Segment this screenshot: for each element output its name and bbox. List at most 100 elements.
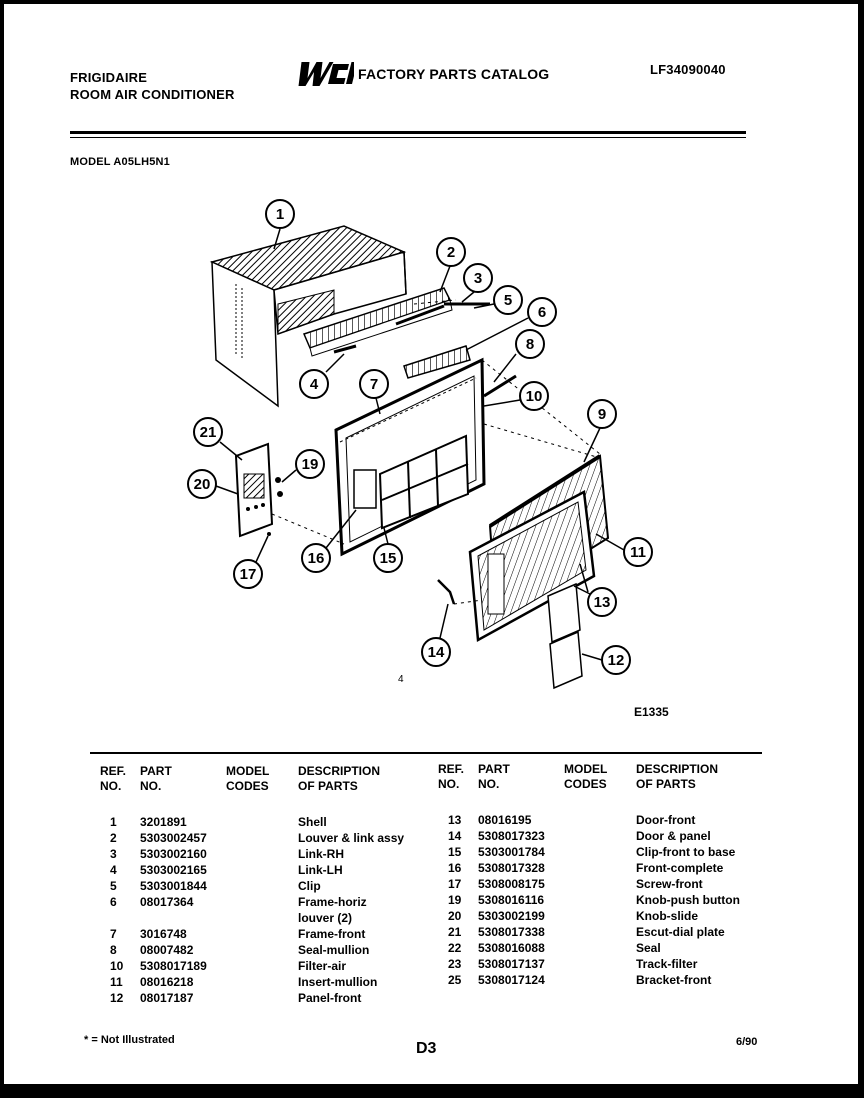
part-number-cell: 5308016088 — [478, 941, 545, 955]
catalog-title: FACTORY PARTS CATALOG — [358, 66, 550, 82]
page-date: 6/90 — [736, 1036, 758, 1048]
description-cell: Screw-front — [636, 877, 703, 891]
ref-cell: 6 — [110, 895, 117, 909]
control-panel — [234, 442, 283, 538]
ref-cell: 20 — [448, 909, 462, 923]
callout-8: 8 — [493, 329, 545, 383]
callout-19: 17 — [233, 535, 269, 589]
model-codes-cell — [226, 830, 298, 846]
description-cell: Seal — [636, 941, 661, 955]
svg-text:15: 15 — [380, 550, 397, 567]
header-rule — [70, 131, 746, 134]
clip-front-to-base — [437, 579, 456, 605]
description-cell: Link-LH — [298, 863, 343, 877]
callout-11: 10 — [483, 381, 549, 411]
ref-cell: 7 — [110, 927, 117, 941]
svg-text:21: 21 — [200, 424, 217, 441]
model-label: MODEL A05LH5N1 — [70, 156, 170, 168]
part-number-cell: 08017364 — [140, 895, 194, 909]
callout-16: 15 — [373, 527, 403, 573]
part-number-cell: 5303002457 — [140, 831, 207, 845]
model-codes-cell — [564, 828, 636, 844]
model-codes-cell — [564, 924, 636, 940]
model-codes-cell — [564, 892, 636, 908]
ref-cell: 16 — [448, 861, 462, 875]
description-cell: Bracket-front — [636, 973, 712, 987]
ref-header: REF.NO. — [438, 762, 465, 791]
wci-logo-icon — [298, 62, 354, 86]
front-frame — [334, 357, 486, 557]
model-codes-cell — [226, 862, 298, 878]
model-codes-cell — [226, 878, 298, 894]
model-codes-cell — [226, 958, 298, 974]
description-cell: Panel-front — [298, 991, 362, 1005]
callout-13: 12 — [581, 645, 631, 675]
svg-text:19: 19 — [302, 456, 319, 473]
callout-14: 13 — [573, 563, 617, 617]
brand-name: FRIGIDAIRE — [70, 70, 148, 85]
model-codes-cell — [564, 860, 636, 876]
description-cell: Shell — [298, 815, 327, 829]
ref-cell: 10 — [110, 959, 124, 973]
ref-cell: 1 — [110, 815, 117, 829]
description-cell: Clip — [298, 879, 321, 893]
svg-text:14: 14 — [428, 644, 445, 661]
callout-3: 3 — [461, 263, 493, 303]
louver-assembly — [302, 287, 490, 357]
model-codes-cell — [226, 926, 298, 942]
part-number-cell: 08007482 — [140, 943, 194, 957]
callout-6: 6 — [465, 297, 557, 351]
description-cell: Escut-dial plate — [636, 925, 725, 939]
part-number-cell: 5308017137 — [478, 957, 545, 971]
page-number: D3 — [416, 1040, 437, 1057]
model-codes-cell — [226, 894, 298, 910]
model-codes-cell — [564, 876, 636, 892]
panel-doors — [547, 582, 583, 690]
part-number-cell: 5308017124 — [478, 973, 545, 987]
model-codes-cell — [564, 844, 636, 860]
exploded-parts-diagram: 1 2 3 4 5 6 7 8 9 10 11 12 13 14 15 16 1… — [187, 199, 669, 719]
model-codes-cell — [226, 942, 298, 958]
table-row: louver (2) — [100, 910, 428, 926]
svg-text:7: 7 — [370, 376, 378, 393]
svg-text:12: 12 — [608, 652, 625, 669]
catalog-number: LF34090040 — [650, 62, 726, 77]
ref-cell: 25 — [448, 973, 462, 987]
callout-10: 9 — [583, 399, 617, 463]
description-cell: Louver & link assy — [298, 831, 405, 845]
svg-text:10: 10 — [526, 388, 543, 405]
ref-cell: 23 — [448, 957, 462, 971]
model-codes-cell — [226, 974, 298, 990]
svg-text:11: 11 — [630, 544, 646, 561]
ref-header: REF.NO. — [100, 764, 127, 793]
callout-17: 16 — [301, 509, 357, 573]
ref-cell: 13 — [448, 813, 462, 827]
description-cell: Insert-mullion — [298, 975, 378, 989]
part-number-cell: 5308017328 — [478, 861, 545, 875]
ref-cell: 15 — [448, 845, 462, 859]
seal-mullion — [483, 374, 517, 398]
part-number-cell: 5303001844 — [140, 879, 207, 893]
callout-5: 5 — [473, 285, 523, 315]
part-number-cell: 5303002165 — [140, 863, 207, 877]
description-cell: Door & panel — [636, 829, 711, 843]
part-number-cell: 5308017338 — [478, 925, 545, 939]
description-cell: Front-complete — [636, 861, 724, 875]
ref-cell: 4 — [110, 863, 117, 877]
